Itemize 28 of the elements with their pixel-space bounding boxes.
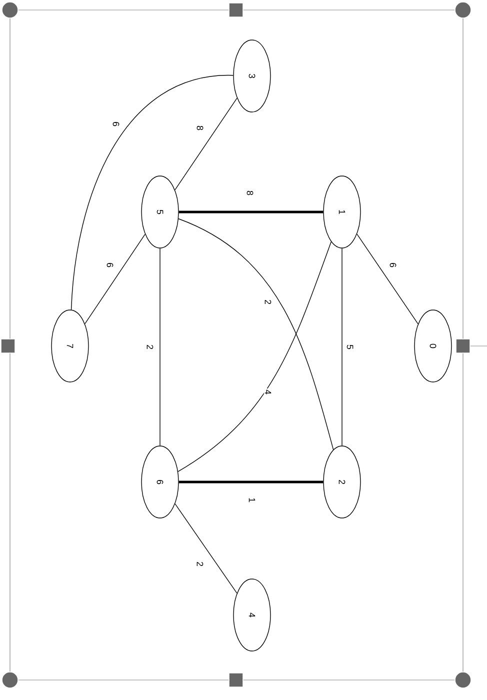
edge (174, 98, 238, 190)
graph-node: 5 (141, 176, 179, 248)
graph-node: 6 (141, 446, 179, 518)
graph-node: 1 (323, 176, 361, 248)
edge (178, 210, 324, 214)
edge-label: 8 (246, 190, 254, 196)
edge-label: 5 (346, 344, 354, 350)
edge-label: 6 (112, 120, 120, 128)
edge (178, 241, 332, 472)
edge (70, 75, 234, 310)
edge (178, 480, 324, 484)
edge-label: 6 (388, 262, 398, 268)
edge-label: 4 (264, 388, 272, 396)
graph-node: 3 (233, 40, 271, 112)
graph-node: 7 (51, 310, 89, 382)
edge (174, 503, 238, 594)
graph-node: 0 (414, 310, 452, 382)
edge (356, 234, 418, 324)
edge-label: 6 (106, 262, 114, 268)
edge-label: 2 (264, 298, 272, 306)
edge-label: 1 (248, 496, 256, 504)
edge-label: 2 (146, 344, 154, 350)
graph-node: 2 (323, 446, 361, 518)
edge (178, 218, 334, 450)
graph-node: 4 (233, 578, 271, 652)
edge-label: 8 (196, 124, 204, 132)
edge (84, 234, 146, 324)
edge-label: 2 (196, 560, 204, 568)
